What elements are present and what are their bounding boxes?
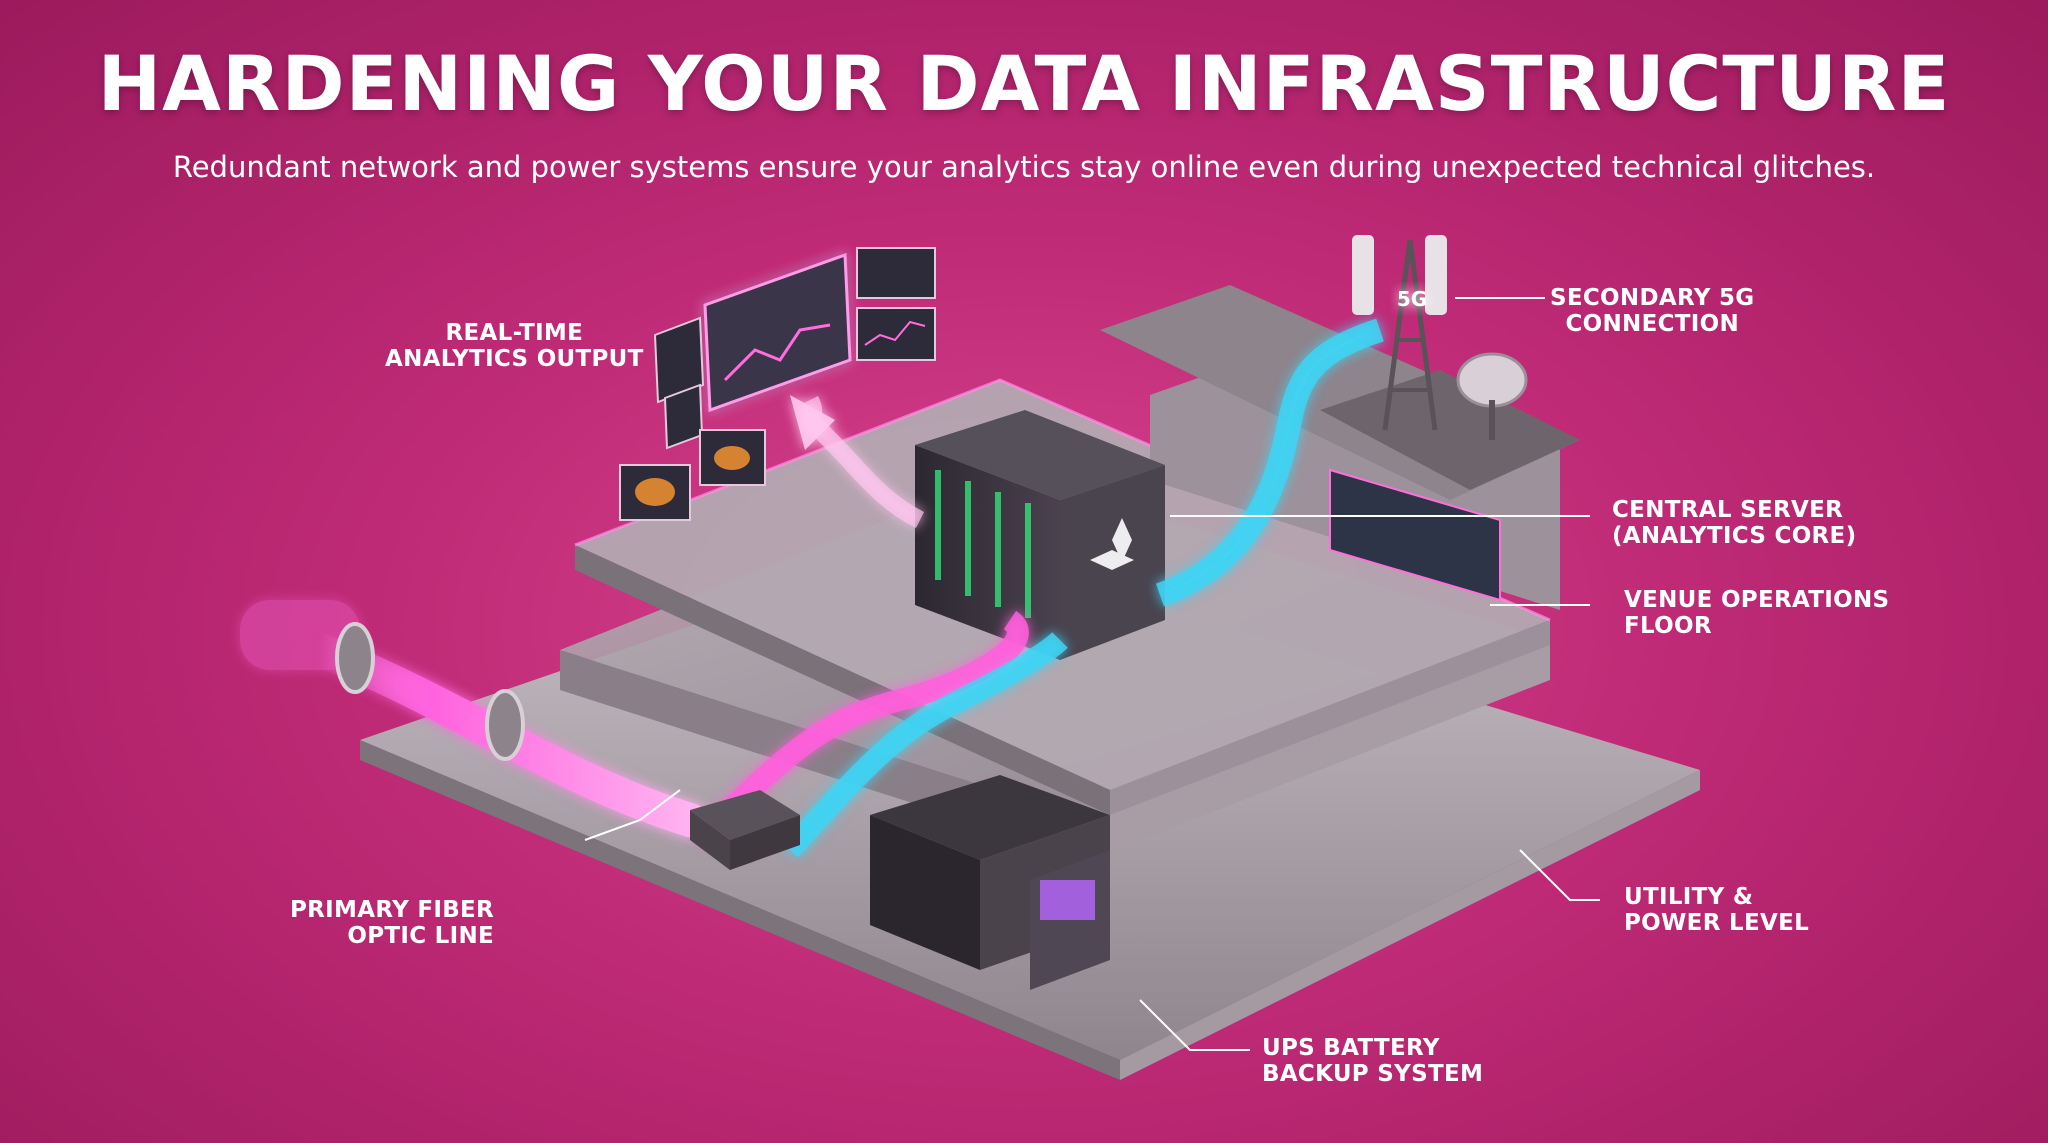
page-title: HARDENING YOUR DATA INFRASTRUCTURE xyxy=(97,39,1951,128)
central-server xyxy=(915,410,1165,660)
data-flow-ribbons xyxy=(692,318,1384,858)
5g-badge: 5G xyxy=(1397,287,1427,311)
label-utility-power: UTILITY &POWER LEVEL xyxy=(1624,884,1810,936)
label-central-server: CENTRAL SERVER(ANALYTICS CORE) xyxy=(1612,497,1857,549)
page-subtitle: Redundant network and power systems ensu… xyxy=(172,150,1876,184)
analytics-screens xyxy=(619,247,936,521)
ups-battery-bank xyxy=(870,775,1110,990)
rooftop-building xyxy=(1100,285,1580,610)
leader-lines xyxy=(584,297,1600,1051)
fiber-optic-cable xyxy=(240,600,800,870)
5g-tower: 5G xyxy=(1352,235,1528,440)
